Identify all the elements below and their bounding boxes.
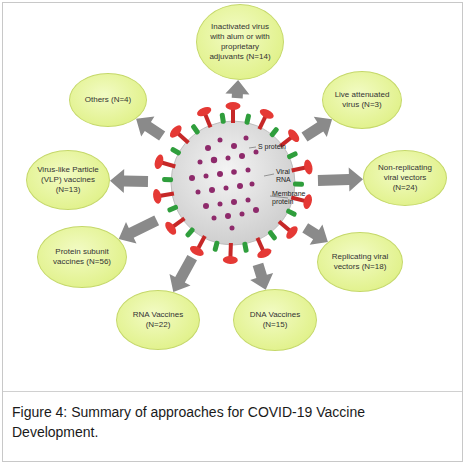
block-arrow xyxy=(170,255,198,292)
block-arrow xyxy=(136,116,165,140)
part-label: S protein xyxy=(258,143,298,151)
part-label: Viral RNA xyxy=(276,168,302,184)
approach-label: Inactivated virus with alum or with prop… xyxy=(206,22,274,62)
approach-label: Live attenuated virus (N=3) xyxy=(332,90,392,110)
approach-label: Non-replicating viral vectors (N=24) xyxy=(373,163,437,193)
block-arrow xyxy=(302,117,333,142)
approach-ellipse: Protein subunit vaccines (N=56) xyxy=(37,226,127,288)
part-label: Membrane protein xyxy=(272,190,312,206)
approach-label: Virus-like Particle (VLP) vaccines (N=13… xyxy=(36,165,100,195)
block-arrow xyxy=(110,169,148,193)
approach-ellipse: Inactivated virus with alum or with prop… xyxy=(196,4,284,80)
approach-label: Protein subunit vaccines (N=56) xyxy=(47,247,117,267)
virus-node: S proteinViral RNA Membrane protein xyxy=(148,98,318,268)
approach-ellipse: Replicating viral vectors (N=18) xyxy=(317,232,403,292)
block-arrow xyxy=(302,223,328,245)
approach-ellipse: Live attenuated virus (N=3) xyxy=(322,71,402,129)
approach-label: RNA Vaccines (N=22) xyxy=(126,310,190,330)
block-arrow xyxy=(119,216,159,244)
approach-ellipse: RNA Vaccines (N=22) xyxy=(116,290,200,350)
approach-label: Replicating viral vectors (N=18) xyxy=(327,252,393,272)
block-arrow xyxy=(225,80,249,98)
virus-illustration xyxy=(148,98,318,268)
approach-ellipse: Others (N=4) xyxy=(69,73,147,127)
approach-label: DNA Vaccines (N=15) xyxy=(243,310,307,330)
caption-rule xyxy=(3,391,462,392)
approach-ellipse: DNA Vaccines (N=15) xyxy=(233,289,317,351)
caption-text: Figure 4: Summary of approaches for COVI… xyxy=(12,404,365,440)
block-arrow xyxy=(318,168,363,192)
approach-ellipse: Virus-like Particle (VLP) vaccines (N=13… xyxy=(26,150,110,210)
figure-caption: Figure 4: Summary of approaches for COVI… xyxy=(12,402,452,442)
block-arrow xyxy=(250,263,273,290)
approach-label: Others (N=4) xyxy=(85,95,131,105)
approach-ellipse: Non-replicating viral vectors (N=24) xyxy=(363,150,447,206)
